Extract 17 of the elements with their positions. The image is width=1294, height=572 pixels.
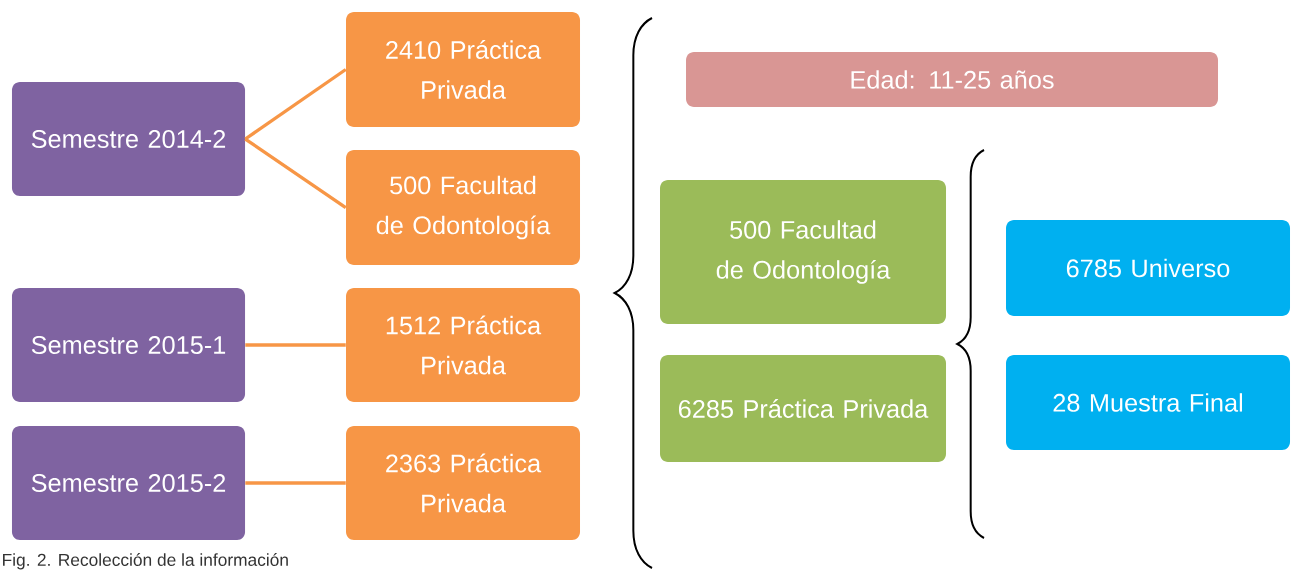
caption: Fig. 2. Recolección de la información [3, 553, 288, 570]
semester-box: Semestre 2015-1 [11, 288, 246, 402]
connector-line [244, 137, 347, 209]
total-box: 28 Muestra Final [1006, 355, 1290, 450]
connector-line [245, 481, 346, 485]
connector-line [244, 68, 347, 141]
connector-line [245, 343, 346, 347]
count-box: 500 Facultad de Odontología [660, 180, 946, 324]
count-box: 500 Facultad de Odontología [346, 150, 580, 265]
count-box: 6285 Práctica Privada [660, 355, 946, 462]
count-box: 1512 Práctica Privada [346, 288, 580, 402]
semester-box: Semestre 2014-2 [11, 82, 246, 196]
age-banner: Edad: 11-25 años [686, 52, 1218, 107]
total-box: 6785 Universo [1006, 220, 1290, 316]
semester-box: Semestre 2015-2 [11, 426, 246, 540]
count-box: 2410 Práctica Privada [346, 12, 580, 127]
count-box: 2363 Práctica Privada [346, 426, 580, 540]
